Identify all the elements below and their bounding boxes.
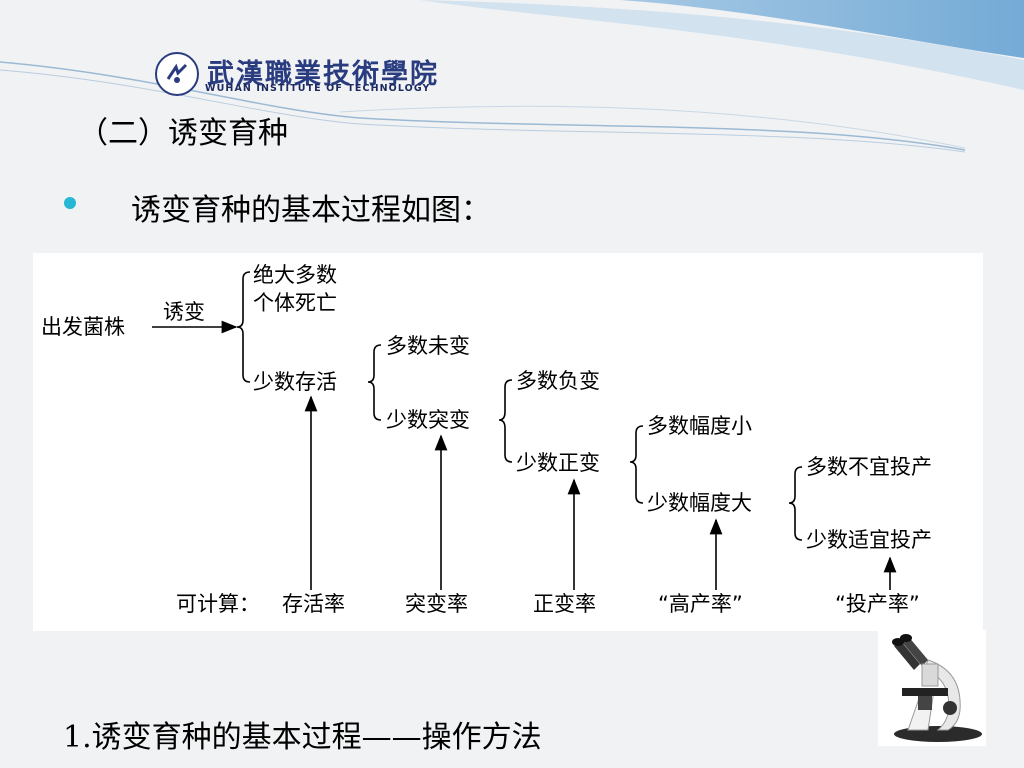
label-positive-rate: 正变率 (533, 592, 596, 616)
section-title: （二）诱变育种 (78, 116, 288, 151)
label-production-rate: “投产率” (835, 592, 920, 616)
school-seal-icon (155, 52, 199, 96)
node-minority-suitable: 少数适宜投产 (806, 528, 932, 552)
node-minority-mutated: 少数突变 (386, 408, 470, 432)
bullet-icon (64, 197, 76, 209)
node-minority-positive: 少数正变 (516, 451, 600, 475)
school-logo: 武漢職業技術學院 WUHAN INSTITUTE OF TECHNOLOGY (155, 50, 460, 98)
node-start-strain: 出发菌株 (41, 315, 125, 339)
node-majority-not-suitable: 多数不宜投产 (806, 455, 932, 479)
school-name-en: WUHAN INSTITUTE OF TECHNOLOGY (205, 83, 431, 94)
footer-heading: 1.诱变育种的基本过程——操作方法 (63, 720, 542, 755)
mutation-breeding-flow-diagram (33, 253, 983, 631)
school-name-cn: 武漢職業技術學院 (207, 59, 439, 90)
node-majority-negative: 多数负变 (516, 369, 600, 393)
microscope-icon (878, 630, 986, 746)
node-majority-death-line1: 绝大多数 (253, 263, 337, 287)
label-calculable: 可计算： (176, 592, 260, 616)
node-majority-death-line2: 个体死亡 (253, 291, 337, 315)
node-majority-small-amplitude: 多数幅度小 (647, 414, 752, 438)
node-minority-survive: 少数存活 (253, 370, 337, 394)
label-survival-rate: 存活率 (282, 592, 345, 616)
node-majority-unmutated: 多数未变 (386, 334, 470, 358)
label-high-yield-rate: “高产率” (658, 592, 743, 616)
header-wave-decoration (0, 0, 1024, 153)
bullet-text: 诱变育种的基本过程如图： (131, 193, 491, 228)
label-mutation-rate: 突变率 (405, 592, 468, 616)
node-minority-large-amplitude: 少数幅度大 (647, 491, 752, 515)
arrow-label-mutagenesis: 诱变 (163, 300, 205, 324)
